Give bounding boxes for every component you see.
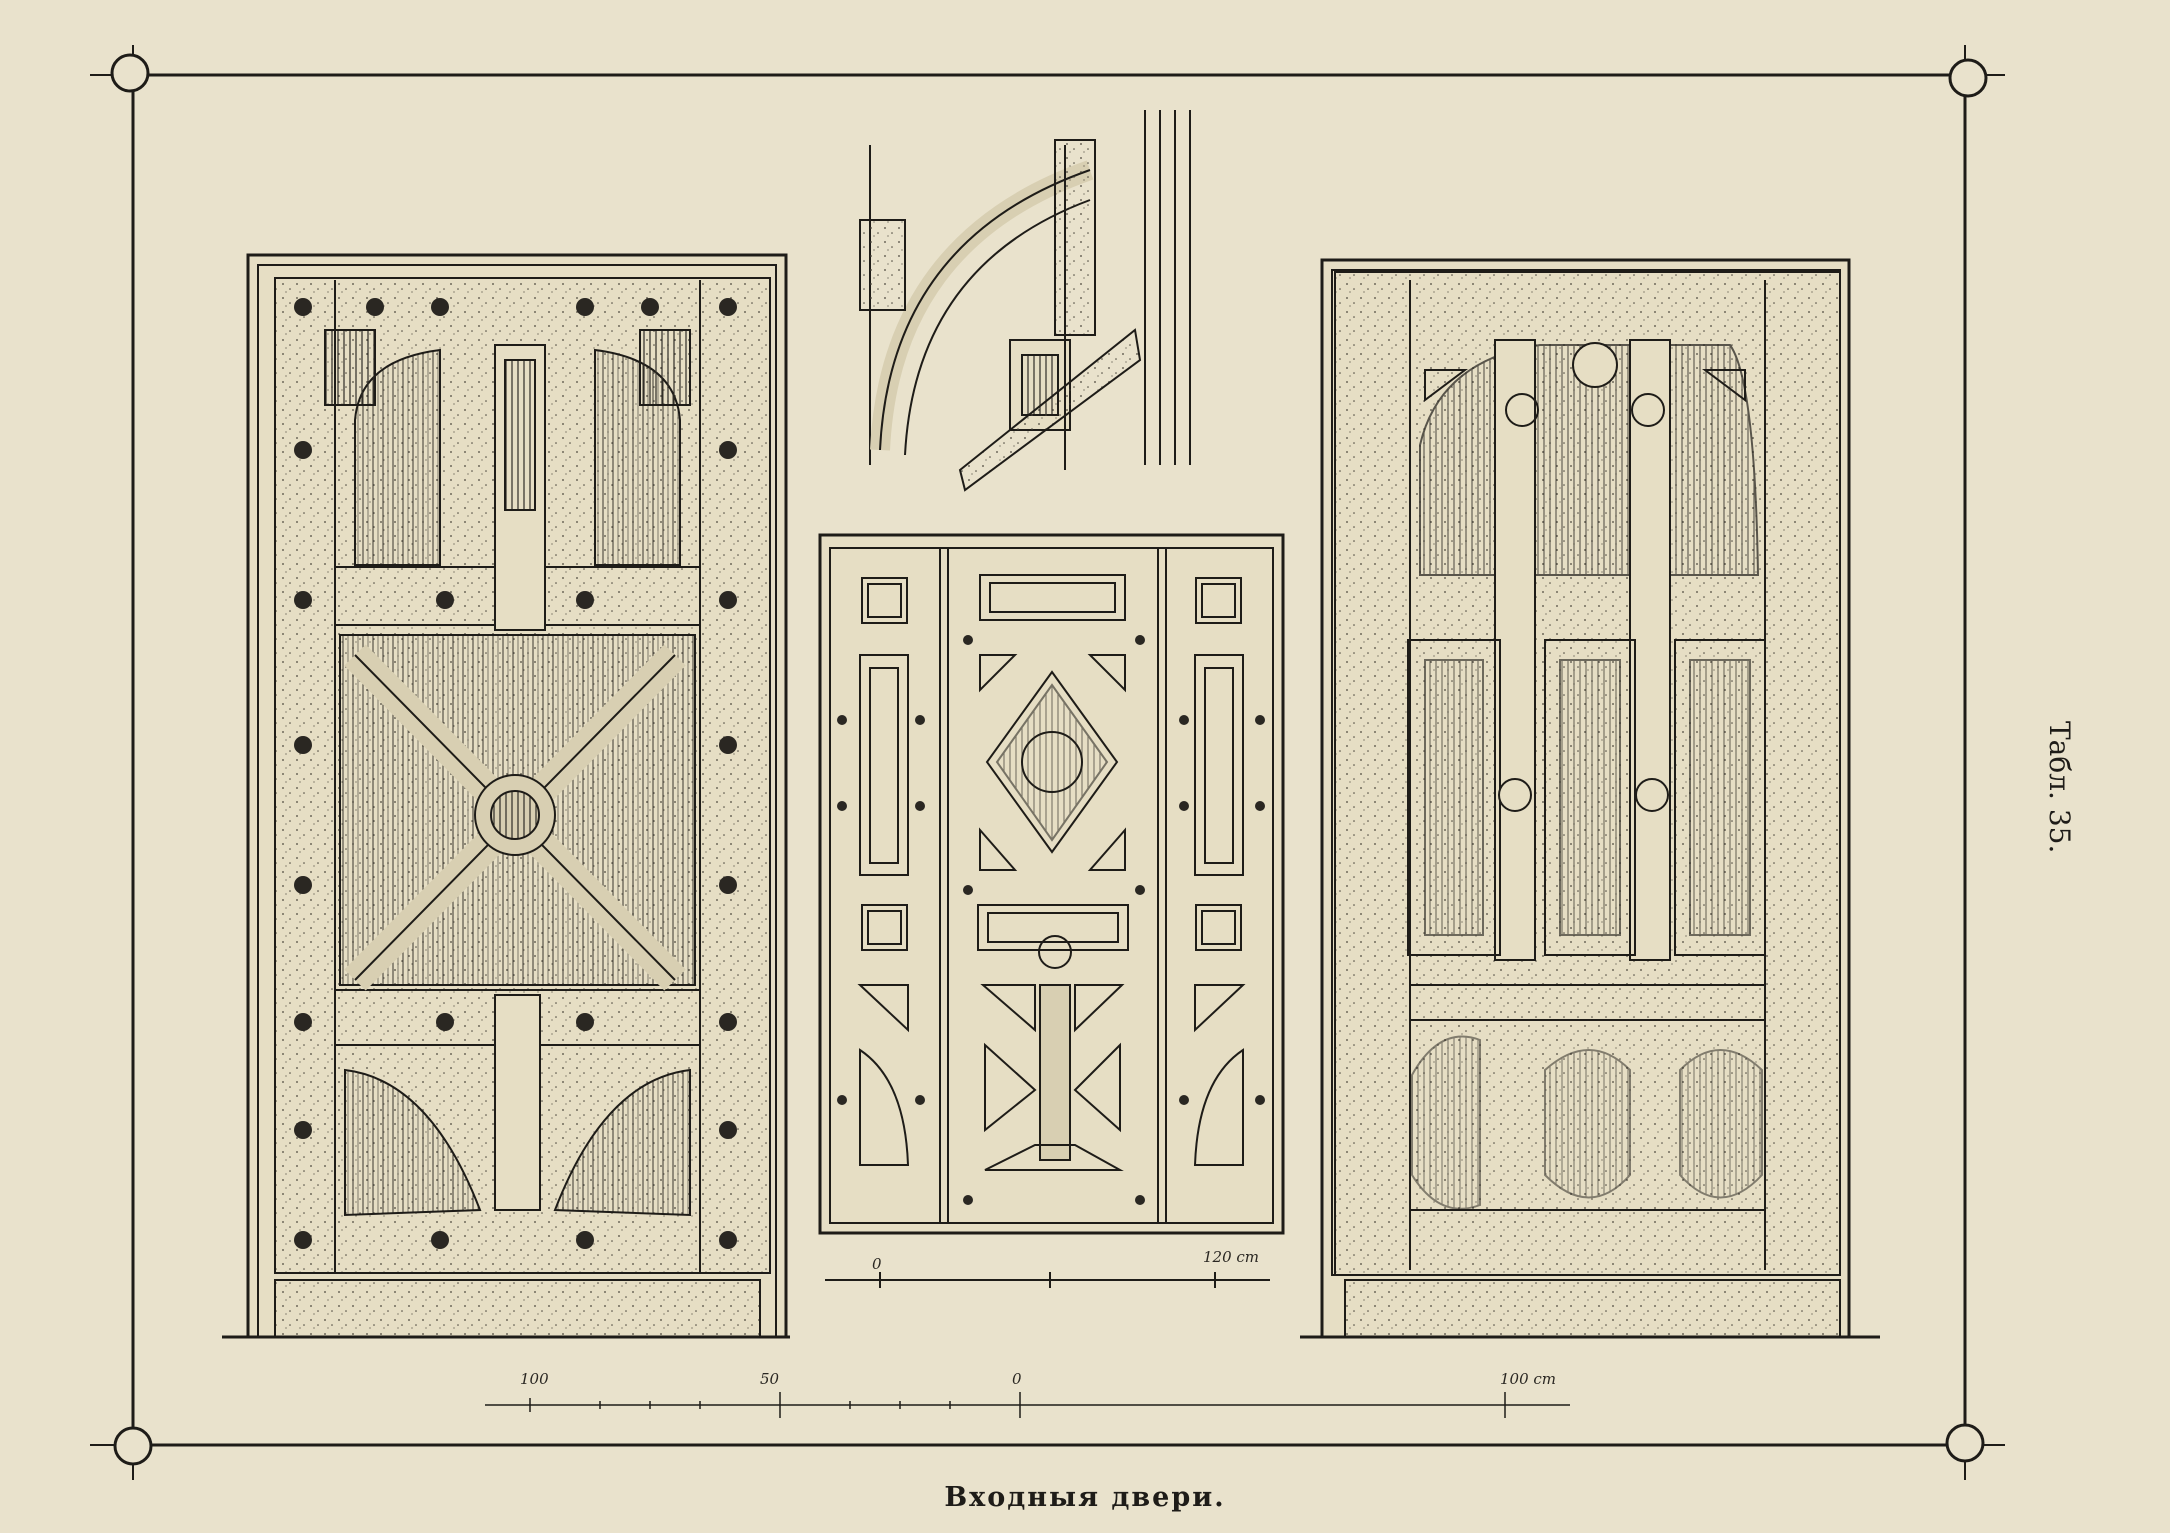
bottom-scale-zero-label: 0: [1012, 1370, 1022, 1388]
center-scale-end-label: 120 cm: [1203, 1248, 1260, 1266]
bottom-scale-mid-label: 50: [760, 1370, 780, 1388]
plate-number: Табл. 35.: [2043, 721, 2076, 854]
plate-caption: Входныя двери.: [944, 1482, 1226, 1513]
bottom-scale-bar: [485, 1392, 1570, 1418]
center-door-drawing: [818, 533, 1285, 1288]
right-door-drawing: [1300, 258, 1880, 1339]
center-scale-zero-label: 0: [872, 1255, 882, 1273]
bottom-scale-right-label: 100 cm: [1500, 1370, 1557, 1388]
left-door-drawing: [222, 253, 790, 1339]
arch-detail-drawing: [859, 110, 1191, 492]
bottom-scale-left-label: 100: [520, 1370, 549, 1388]
plate-border: [90, 45, 2005, 1480]
